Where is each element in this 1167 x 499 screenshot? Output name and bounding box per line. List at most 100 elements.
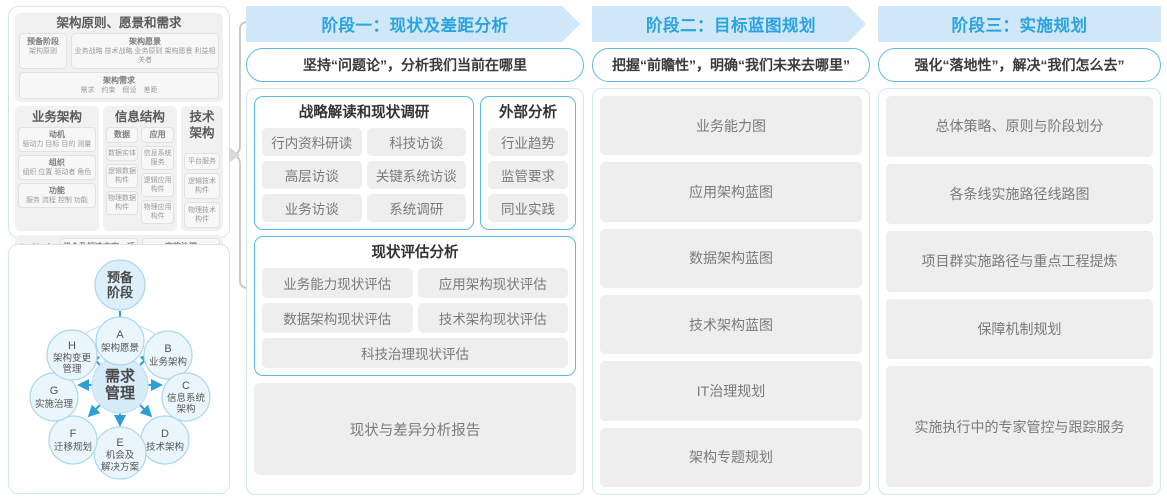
- togaf-row-1: 预备阶段 架构原则 架构愿景 业务战略 技术战略 业务原则 架构愿景 利益相关者: [19, 33, 219, 69]
- chip-key-system-interview[interactable]: 关键系统访谈: [366, 161, 466, 189]
- architecture-requirements-block: 架构需求 需求 约束 假设 差距: [19, 72, 219, 99]
- preliminary-phase-items: 架构原则: [29, 48, 57, 55]
- svg-text:F: F: [70, 428, 77, 440]
- adm-node-d: [140, 415, 190, 465]
- phase-1-column: 阶段一：现状及差距分析 坚持“问题论”，分析我们当前在哪里 战略解读和现状调研 …: [246, 6, 584, 495]
- adm-node-e: [93, 426, 147, 480]
- phase-3-body: 总体策略、原则与阶段划分 各条线实施路径线路图 项目群实施路径与重点工程提炼 保…: [878, 88, 1161, 495]
- logical-data-label: 逻辑数据构件: [108, 168, 137, 184]
- svg-text:业务架构: 业务架构: [149, 356, 187, 368]
- togaf-domain-columns: 业务架构 动机 驱动力 目标 目的 测量 组织 组织 位置 驱动者 角色 功能: [15, 106, 223, 231]
- phase-2-body: 业务能力图 应用架构蓝图 数据架构蓝图 技术架构蓝图 IT治理规划 架构专题规划: [592, 88, 870, 495]
- application-header: 应用: [149, 130, 166, 139]
- togaf-content-framework-panel: 架构原则、愿景和需求 预备阶段 架构原则 架构愿景 业务战略 技术战略 业务原则…: [8, 6, 230, 278]
- adm-cycle-panel: 需求 管理 预备 阶段 A 架构愿景 B 业务架构 C 信息系统 架构: [8, 244, 230, 494]
- chip-overall-strategy-principles-phasing[interactable]: 总体策略、原则与阶段划分: [886, 96, 1153, 157]
- chip-data-architecture-assessment[interactable]: 数据架构现状评估: [262, 303, 413, 333]
- phase-3-header-label: 阶段三：实施规划: [951, 17, 1088, 35]
- phase-3-header: 阶段三：实施规划: [878, 6, 1161, 42]
- svg-text:C: C: [182, 380, 190, 392]
- external-analysis-section: 外部分析 行业趋势 监管要求 同业实践: [480, 96, 576, 230]
- motivation-title: 动机: [48, 130, 65, 139]
- chip-program-path-key-projects[interactable]: 项目群实施路径与重点工程提炼: [886, 231, 1153, 292]
- chip-architecture-topic-plan[interactable]: 架构专题规划: [600, 427, 862, 487]
- architecture-vision-block: 架构愿景 业务战略 技术战略 业务原则 架构愿景 利益相关者: [71, 33, 219, 69]
- chip-technology-architecture-blueprint[interactable]: 技术架构蓝图: [600, 294, 862, 355]
- chip-line-implementation-roadmap[interactable]: 各条线实施路径线路图: [886, 163, 1153, 224]
- chip-assurance-mechanism-plan[interactable]: 保障机制规划: [886, 298, 1153, 359]
- svg-text:架构: 架构: [176, 403, 195, 415]
- technology-architecture-column: 技术架构 平台服务 逻辑技术构件 物理技术构件: [180, 106, 223, 231]
- chip-peer-practice[interactable]: 同业实践: [488, 194, 568, 222]
- physical-technology-block: 物理技术构件: [183, 202, 220, 228]
- phase-2-arrow-notch: [848, 6, 870, 42]
- svg-text:实施治理: 实施治理: [35, 398, 74, 410]
- chip-application-architecture-blueprint[interactable]: 应用架构蓝图: [600, 162, 862, 222]
- platform-service-label: 平台服务: [187, 158, 216, 165]
- chip-system-research[interactable]: 系统调研: [366, 194, 466, 222]
- external-analysis-items: 行业趋势 监管要求 同业实践: [488, 128, 568, 222]
- chip-business-interview[interactable]: 业务访谈: [262, 194, 362, 222]
- application-subcolumn: 应用 信息系统服务 逻辑应用构件 物理应用构件: [141, 127, 174, 224]
- phase-1-report-card[interactable]: 现状与差异分析报告: [254, 383, 576, 475]
- chip-it-governance-plan[interactable]: IT治理规划: [600, 361, 862, 421]
- left-column: 架构原则、愿景和需求 预备阶段 架构原则 架构愿景 业务战略 技术战略 业务原则…: [8, 6, 230, 494]
- data-entity-label: 数据实体: [108, 150, 137, 157]
- adm-cycle-diagram: 需求 管理 预备 阶段 A 架构愿景 B 业务架构 C 信息系统 架构: [29, 259, 211, 480]
- function-title: 功能: [48, 186, 65, 195]
- svg-text:B: B: [164, 343, 171, 355]
- svg-text:管理: 管理: [62, 363, 82, 375]
- svg-text:技术架构: 技术架构: [146, 441, 184, 453]
- togaf-header: 架构原则、愿景和需求: [56, 16, 182, 30]
- chip-technology-architecture-assessment[interactable]: 技术架构现状评估: [417, 303, 568, 333]
- preliminary-phase-title: 预备阶段: [27, 37, 59, 46]
- adm-node-a: [95, 316, 145, 366]
- function-items: 服务 流程 控制 功能: [25, 197, 88, 204]
- chip-application-architecture-assessment[interactable]: 应用架构现状评估: [417, 268, 568, 298]
- arch-principles-group: 架构原则、愿景和需求 预备阶段 架构原则 架构愿景 业务战略 技术战略 业务原则…: [15, 13, 223, 102]
- phase-2-column: 阶段二：目标蓝图规划 把握“前瞻性”，明确“我们未来去哪里” 业务能力图 应用架…: [592, 6, 870, 495]
- phase-1-body: 战略解读和现状调研 行内资料研读 科技访谈 高层访谈 关键系统访谈 业务访谈 系…: [246, 88, 584, 495]
- function-block: 功能 服务 流程 控制 功能: [18, 183, 96, 208]
- organization-title: 组织: [48, 158, 65, 167]
- chip-business-capability-assessment[interactable]: 业务能力现状评估: [262, 268, 413, 298]
- chip-internal-doc-study[interactable]: 行内资料研读: [262, 128, 362, 156]
- svg-text:A: A: [116, 329, 124, 341]
- phase-1-subtitle: 坚持“问题论”，分析我们当前在哪里: [246, 48, 584, 82]
- adm-node-preliminary: [94, 259, 146, 311]
- svg-text:预备: 预备: [107, 270, 134, 285]
- current-state-assessment-section: 现状评估分析 业务能力现状评估 应用架构现状评估 数据架构现状评估 技术架构现状…: [254, 236, 576, 376]
- phase-1-header: 阶段一：现状及差距分析: [246, 6, 584, 42]
- logical-technology-label: 逻辑技术构件: [187, 178, 216, 194]
- external-analysis-title: 外部分析: [499, 105, 557, 121]
- architecture-requirements-title: 架构需求: [103, 76, 135, 85]
- data-header: 数据: [114, 130, 131, 139]
- physical-data-label: 物理数据构件: [108, 195, 137, 211]
- chip-regulatory-requirement[interactable]: 监管要求: [488, 161, 568, 189]
- svg-text:机会及: 机会及: [106, 449, 135, 461]
- logical-technology-block: 逻辑技术构件: [183, 173, 220, 199]
- phase-2-header-label: 阶段二：目标蓝图规划: [646, 17, 816, 35]
- chip-industry-trend[interactable]: 行业趋势: [488, 128, 568, 156]
- chip-technology-governance-assessment[interactable]: 科技治理现状评估: [262, 338, 568, 368]
- chip-data-architecture-blueprint[interactable]: 数据架构蓝图: [600, 228, 862, 288]
- svg-text:管理: 管理: [105, 384, 135, 402]
- chip-executive-interview[interactable]: 高层访谈: [262, 161, 362, 189]
- organization-block: 组织 组织 位置 驱动者 角色: [18, 155, 96, 180]
- svg-text:D: D: [161, 428, 169, 440]
- architecture-requirements-items: 需求 约束 假设 差距: [80, 87, 158, 94]
- business-architecture-column: 业务架构 动机 驱动力 目标 目的 测量 组织 组织 位置 驱动者 角色 功能: [15, 106, 99, 231]
- chip-technology-interview[interactable]: 科技访谈: [366, 128, 466, 156]
- svg-text:H: H: [68, 340, 76, 352]
- data-header-block: 数据: [105, 127, 139, 143]
- strategy-research-items: 行内资料研读 科技访谈 高层访谈 关键系统访谈 业务访谈 系统调研: [262, 128, 466, 222]
- chip-expert-control-tracking-service[interactable]: 实施执行中的专家管控与跟踪服务: [886, 366, 1153, 487]
- platform-service-block: 平台服务: [183, 153, 220, 170]
- phase-1-header-label: 阶段一：现状及差距分析: [321, 17, 509, 35]
- preliminary-phase-block: 预备阶段 架构原则: [19, 33, 67, 69]
- adm-node-f: [48, 415, 98, 465]
- logical-application-block: 逻辑应用构件: [141, 173, 174, 197]
- information-structure-column: 信息结构 数据 数据实体 逻辑数据构件: [102, 106, 177, 231]
- chip-business-capability-map[interactable]: 业务能力图: [600, 96, 862, 156]
- business-architecture-header: 业务架构: [31, 110, 82, 124]
